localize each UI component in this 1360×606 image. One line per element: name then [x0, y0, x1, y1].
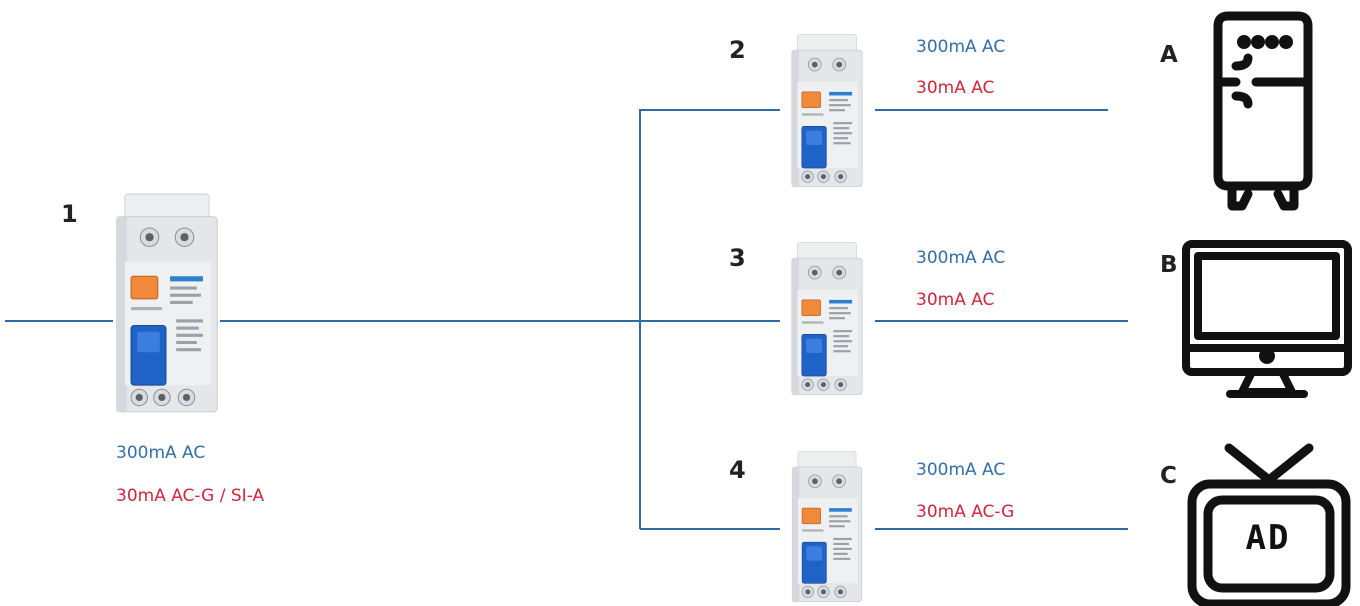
breaker-2-number: 2 [729, 36, 746, 64]
breaker-1-rating-secondary: 30mA AC-G / SI-A [116, 486, 265, 506]
breaker-4-number: 4 [729, 456, 746, 484]
breaker-2-rating-primary: 300mA AC [916, 37, 1006, 57]
branch-2-in-wire [640, 109, 780, 111]
breaker-1-device [103, 192, 231, 418]
breaker-2-device [773, 33, 881, 191]
breaker-3-number: 3 [729, 244, 746, 272]
load-a-letter: A [1160, 42, 1178, 68]
branch-2-out-wire [875, 109, 1108, 111]
breaker-3-rating-secondary: 30mA AC [916, 290, 995, 310]
breaker-4-rating-secondary: 30mA AC-G [916, 502, 1015, 522]
refrigerator-icon [1213, 11, 1313, 211]
computer-monitor-icon [1182, 240, 1352, 398]
load-b-letter: B [1160, 252, 1178, 278]
television-icon [1187, 443, 1351, 606]
main-feed-wire [5, 320, 113, 322]
branch-4-in-wire [640, 528, 780, 530]
branch-3-out-wire [875, 320, 1128, 322]
branch-4-out-wire [875, 528, 1128, 530]
breaker-2-rating-secondary: 30mA AC [916, 78, 995, 98]
breaker-4-device [773, 450, 881, 606]
breaker-3-rating-primary: 300mA AC [916, 248, 1006, 268]
bus-vertical-wire [639, 109, 641, 529]
load-c-letter: C [1160, 463, 1177, 489]
tv-screen-text: AD [1245, 518, 1291, 558]
breaker-4-rating-primary: 300mA AC [916, 460, 1006, 480]
breaker-1-rating-primary: 300mA AC [116, 443, 206, 463]
breaker-1-number: 1 [61, 200, 78, 228]
branch-3-in-wire [640, 320, 780, 322]
breaker-3-device [773, 241, 881, 399]
main-to-bus-wire [220, 320, 640, 322]
